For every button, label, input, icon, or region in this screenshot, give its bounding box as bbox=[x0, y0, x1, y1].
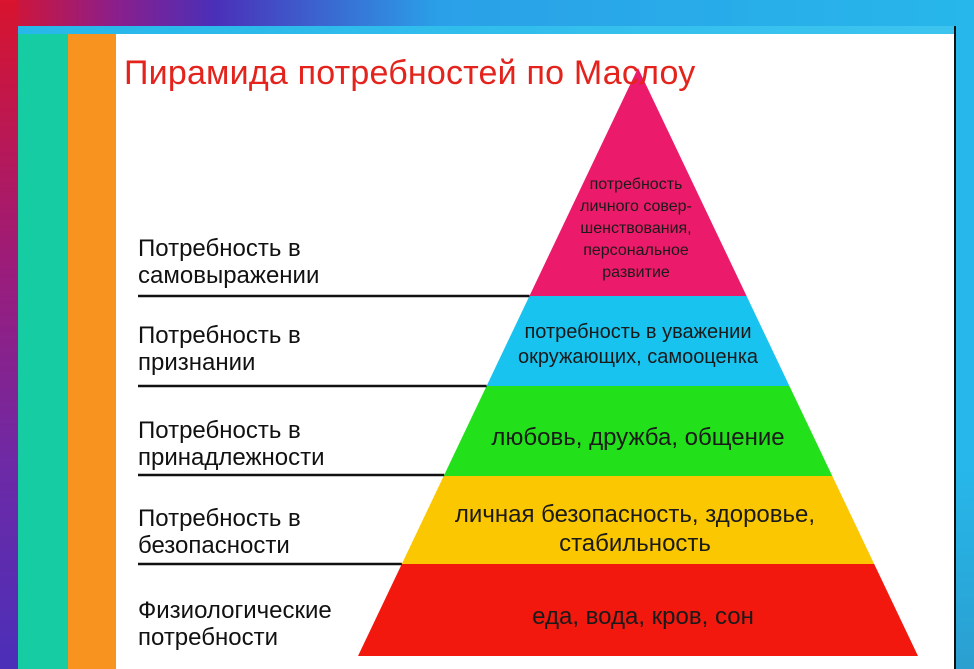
level-label-physiological: Физиологические потребности bbox=[138, 597, 438, 651]
level-label-line: Потребность в bbox=[138, 322, 301, 349]
slide-frame-left bbox=[0, 0, 18, 669]
decor-stripe-teal bbox=[18, 34, 68, 669]
level-desc-belonging: любовь, дружба, общение bbox=[448, 424, 828, 452]
level-label-line: Физиологические bbox=[138, 597, 332, 624]
level-label-esteem: Потребность в признании bbox=[138, 322, 438, 376]
pyramid-layer-safety bbox=[401, 476, 875, 564]
level-label-self-actualization: Потребность в самовыражении bbox=[138, 235, 438, 289]
slide-frame-right bbox=[956, 0, 974, 669]
pyramid-leader-lines bbox=[138, 294, 530, 566]
level-desc-line: потребность в уважении bbox=[524, 321, 752, 343]
level-label-line: безопасности bbox=[138, 532, 290, 559]
level-desc-self-actualization: потребность личного совер- шенствования,… bbox=[536, 174, 736, 284]
level-desc-line: развитие bbox=[602, 264, 670, 281]
level-desc-line: личного совер- bbox=[580, 198, 692, 215]
level-desc-line: любовь, дружба, общение bbox=[491, 424, 785, 451]
level-desc-safety: личная безопасность, здоровье, стабильно… bbox=[410, 500, 860, 558]
level-desc-esteem: потребность в уважении окружающих, самоо… bbox=[488, 320, 788, 370]
level-label-line: Потребность в bbox=[138, 235, 301, 262]
pyramid-diagram bbox=[138, 68, 918, 656]
pyramid-layer-self-actualization bbox=[529, 68, 747, 296]
level-label-line: принадлежности bbox=[138, 444, 325, 471]
level-desc-line: шенствования, bbox=[580, 220, 692, 237]
level-label-line: самовыражении bbox=[138, 262, 320, 289]
level-desc-line: потребность bbox=[589, 176, 683, 193]
level-label-line: Потребность в bbox=[138, 505, 301, 532]
level-desc-line: еда, вода, кров, сон bbox=[532, 603, 754, 630]
pyramid-layer-esteem bbox=[486, 296, 790, 386]
level-desc-line: персональное bbox=[583, 242, 689, 259]
pyramid-layer-physiological bbox=[358, 564, 918, 656]
level-label-line: признании bbox=[138, 349, 256, 376]
level-desc-line: личная безопасность, здоровье, bbox=[454, 501, 816, 528]
slide-frame-top bbox=[0, 0, 974, 26]
level-label-line: Потребность в bbox=[138, 417, 301, 444]
slide-top-bar bbox=[18, 26, 954, 34]
level-desc-line: стабильность bbox=[559, 530, 711, 557]
level-label-line: потребности bbox=[138, 624, 278, 651]
level-label-belonging: Потребность в принадлежности bbox=[138, 417, 438, 471]
level-label-safety: Потребность в безопасности bbox=[138, 505, 438, 559]
page-title: Пирамида потребностей по Маслоу bbox=[124, 54, 696, 92]
slide: Пирамида потребностей по Маслоу Потребно… bbox=[18, 26, 954, 669]
decor-stripe-orange bbox=[68, 34, 116, 669]
level-desc-line: окружающих, самооценка bbox=[517, 346, 759, 368]
pyramid-layer-belonging bbox=[443, 386, 833, 476]
level-desc-physiological: еда, вода, кров, сон bbox=[438, 603, 848, 631]
pyramid-layers bbox=[358, 68, 918, 656]
